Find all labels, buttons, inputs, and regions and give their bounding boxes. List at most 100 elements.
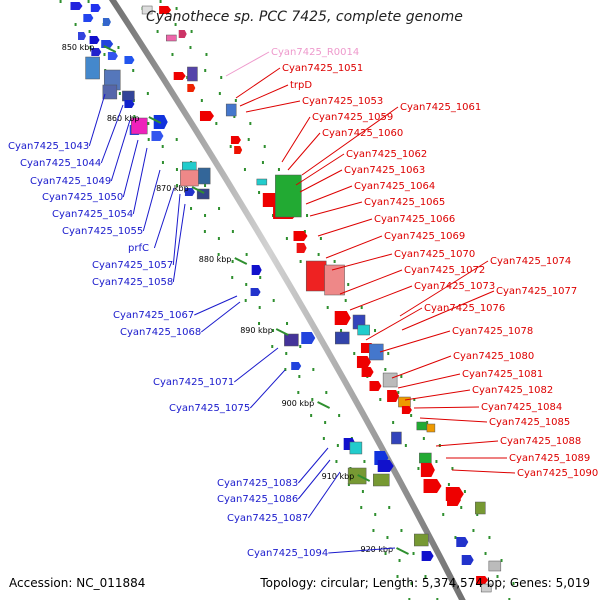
gene-label-right: Cyan7425_1066	[374, 214, 455, 225]
lane-marker	[161, 161, 164, 164]
gene-label-right: Cyan7425_1070	[394, 249, 475, 260]
lane-marker	[397, 391, 400, 394]
gene-feature	[91, 48, 102, 56]
gene-label-right: Cyan7425_1065	[364, 197, 445, 208]
lane-marker	[417, 467, 420, 470]
lane-marker	[231, 230, 234, 233]
lane-marker	[74, 23, 77, 26]
lane-marker	[496, 575, 499, 578]
lane-marker	[436, 598, 439, 600]
gene-feature	[187, 84, 196, 92]
label-connector	[287, 132, 321, 171]
left-gene-labels: Cyan7425_1043Cyan7425_1044Cyan7425_1049C…	[8, 141, 328, 559]
gene-label-right: Cyan7425_1082	[472, 385, 553, 396]
lane-marker	[311, 398, 314, 401]
lane-marker	[508, 598, 511, 600]
gene-feature	[421, 551, 434, 561]
lane-marker	[392, 421, 395, 424]
gene-feature	[347, 467, 367, 485]
kbp-tick-label: 880 kbp	[199, 255, 232, 264]
lane-marker	[361, 490, 364, 493]
label-connector	[397, 373, 461, 389]
lane-marker	[396, 575, 399, 578]
lane-marker	[435, 460, 438, 463]
gene-feature	[234, 146, 243, 154]
label-connector	[325, 235, 383, 259]
lane-marker	[190, 207, 193, 210]
lane-marker	[259, 276, 262, 279]
gene-label-right: Cyan7425_1069	[384, 231, 465, 242]
lane-marker	[460, 506, 463, 509]
lane-marker	[272, 214, 275, 217]
gene-feature	[196, 188, 210, 200]
kbp-tick	[103, 45, 117, 53]
lane-marker	[249, 122, 252, 125]
lane-marker	[156, 30, 159, 33]
kbp-tick-label: 870 kbp	[156, 184, 189, 193]
label-connector	[399, 260, 489, 317]
gene-feature	[151, 131, 164, 141]
lane-marker	[476, 513, 479, 516]
gene-feature	[78, 32, 87, 40]
lane-marker	[176, 184, 179, 187]
gene-label-right: Cyan7425_1085	[489, 417, 570, 428]
gene-label-right: Cyan7425_R0014	[271, 47, 359, 58]
lane-marker	[89, 46, 92, 49]
lane-marker	[306, 214, 309, 217]
gene-feature	[293, 231, 308, 241]
gene-label-right: Cyan7425_1089	[509, 453, 590, 464]
kbp-tick-label: 900 kbp	[282, 399, 315, 408]
lane-marker	[204, 184, 207, 187]
gene-feature	[230, 136, 241, 144]
gene-label-right: Cyan7425_1077	[496, 286, 577, 297]
genome-backbone	[108, 0, 466, 600]
label-connector	[328, 547, 396, 554]
gene-feature	[349, 441, 363, 455]
lane-marker	[147, 122, 150, 125]
gene-label-left: Cyan7425_1058	[92, 277, 173, 288]
label-connector	[301, 106, 399, 176]
gene-label-right: Cyan7425_1062	[346, 149, 427, 160]
gene-label-left: Cyan7425_1067	[113, 310, 194, 321]
label-connector	[401, 290, 495, 331]
gene-feature	[90, 4, 101, 12]
gene-label-left: prfC	[128, 243, 149, 254]
kbp-tick-label: 860 kbp	[107, 114, 140, 123]
label-connector	[365, 307, 423, 341]
gene-feature	[187, 66, 198, 82]
label-connector	[305, 185, 353, 205]
label-connector	[225, 51, 270, 77]
gene-label-right: Cyan7425_1090	[517, 468, 598, 479]
lane-marker	[387, 352, 390, 355]
label-connector	[100, 104, 124, 164]
lane-marker	[303, 230, 306, 233]
gene-feature	[334, 311, 351, 325]
lane-marker	[272, 299, 275, 302]
gene-feature	[419, 452, 432, 464]
gene-feature	[225, 103, 237, 117]
lane-marker	[231, 260, 234, 263]
lane-marker	[374, 513, 377, 516]
gene-feature	[423, 479, 442, 493]
lane-marker	[451, 467, 454, 470]
lane-marker	[360, 306, 363, 309]
label-connector	[245, 100, 301, 113]
gene-features	[70, 2, 502, 593]
lane-marker	[175, 168, 178, 171]
gene-label-right: Cyan7425_1061	[400, 102, 481, 113]
label-connector	[391, 355, 452, 379]
gene-feature	[141, 5, 153, 15]
lane-marker	[286, 322, 289, 325]
label-connector	[200, 301, 241, 333]
lane-marker	[413, 398, 416, 401]
lane-marker	[384, 552, 387, 555]
gene-label-right: Cyan7425_1064	[354, 181, 435, 192]
lane-marker	[325, 391, 328, 394]
gene-label-right: trpD	[290, 80, 312, 91]
lane-marker	[333, 260, 336, 263]
gene-feature	[291, 362, 302, 370]
label-connector	[349, 285, 413, 311]
gene-label-left: Cyan7425_1043	[8, 141, 89, 152]
genome-summary-text: Topology: circular; Length: 5,374,574 bp…	[260, 576, 590, 590]
